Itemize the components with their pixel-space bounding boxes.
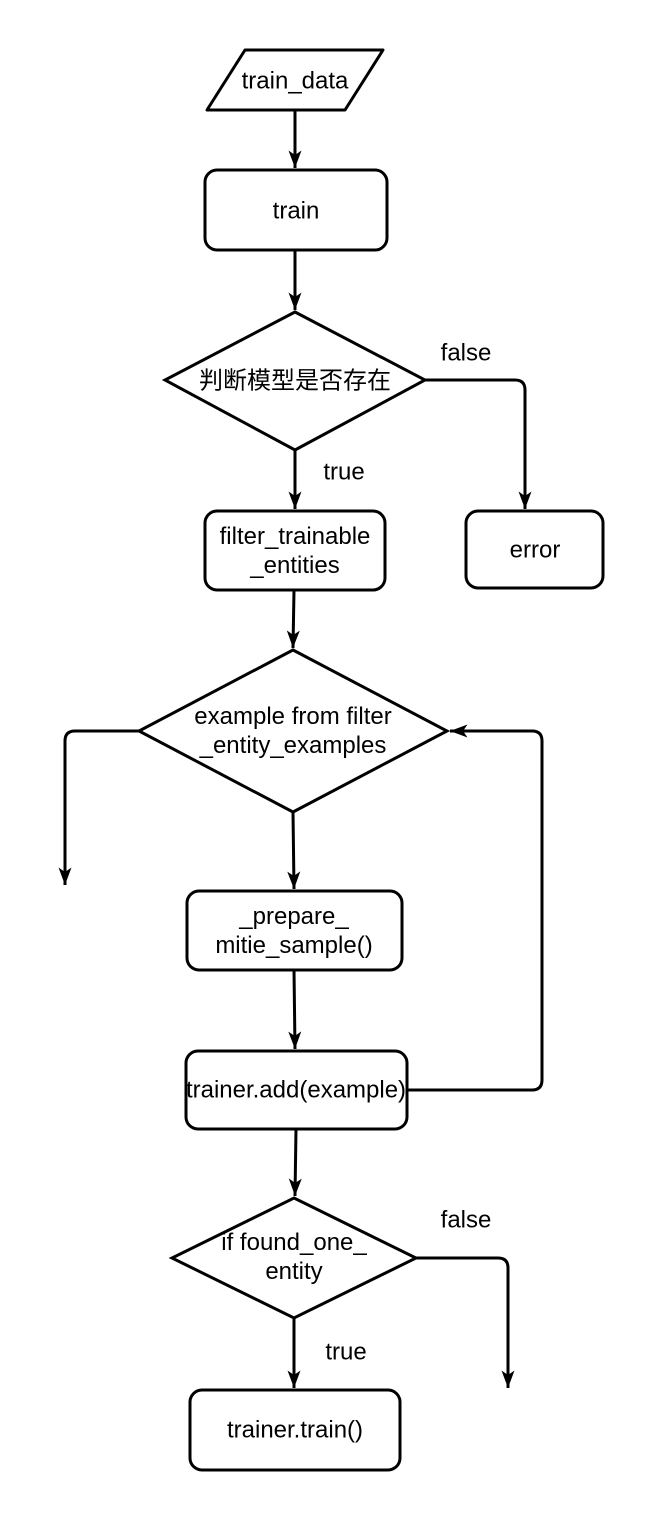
check-model-decision-diamond bbox=[161, 310, 429, 452]
example-loop-decision-diamond bbox=[135, 648, 451, 814]
train-label: train bbox=[272, 197, 320, 225]
if-found-label: if found_one_ entity bbox=[221, 1228, 366, 1286]
edge-trainer-add-to-if-found bbox=[288, 1128, 302, 1197]
filter-trainable-label-line1: filter_trainable bbox=[219, 523, 371, 550]
prepare-mitie-sample-label: _prepare_ mitie_sample() bbox=[215, 902, 372, 960]
prepare-mitie-sample-process-box bbox=[185, 889, 404, 972]
edge-example-loop-to-prepare bbox=[287, 811, 301, 890]
example-loop-label-line1: example from filter bbox=[194, 703, 392, 730]
edge-prepare-to-trainer-add bbox=[288, 969, 302, 1050]
train-data-parallelogram bbox=[205, 48, 385, 112]
trainer-add-process-box bbox=[184, 1049, 409, 1131]
if-found-decision-diamond bbox=[168, 1196, 420, 1320]
filter-trainable-label: filter_trainable _entities bbox=[220, 522, 371, 580]
trainer-add-label: trainer.add(example) bbox=[185, 1076, 407, 1104]
trainer-train-label: trainer.train() bbox=[226, 1416, 364, 1444]
check-model-false-edge-label: false bbox=[440, 339, 492, 367]
prepare-mitie-sample-label-line2: mitie_sample() bbox=[215, 932, 373, 959]
trainer-train-process-box bbox=[188, 1388, 402, 1472]
edge-filter-to-example-loop bbox=[286, 589, 300, 649]
filter-trainable-label-line2: _entities bbox=[250, 552, 340, 579]
edge-check-model-false-to-error bbox=[425, 378, 532, 509]
check-model-label: 判断模型是否存在 bbox=[199, 367, 391, 395]
if-found-true-edge-label: true bbox=[325, 1338, 367, 1366]
error-process-box bbox=[464, 509, 605, 590]
error-label: error bbox=[509, 536, 561, 564]
train-process-box bbox=[203, 168, 389, 252]
edge-example-loop-exit-left bbox=[58, 729, 139, 885]
if-found-label-line2: entity bbox=[265, 1258, 323, 1285]
filter-trainable-process-box bbox=[203, 509, 387, 592]
example-loop-label: example from filter _entity_examples bbox=[194, 702, 391, 760]
train-data-label: train_data bbox=[241, 67, 349, 95]
edge-if-found-false-exit bbox=[416, 1256, 515, 1388]
if-found-false-edge-label: false bbox=[440, 1206, 492, 1234]
if-found-label-line1: if found_one_ bbox=[221, 1229, 367, 1256]
example-loop-label-line2: _entity_examples bbox=[199, 732, 387, 759]
edge-trainer-add-loop-back bbox=[407, 724, 544, 1092]
check-model-true-edge-label: true bbox=[323, 458, 365, 486]
prepare-mitie-sample-label-line1: _prepare_ bbox=[239, 903, 349, 930]
